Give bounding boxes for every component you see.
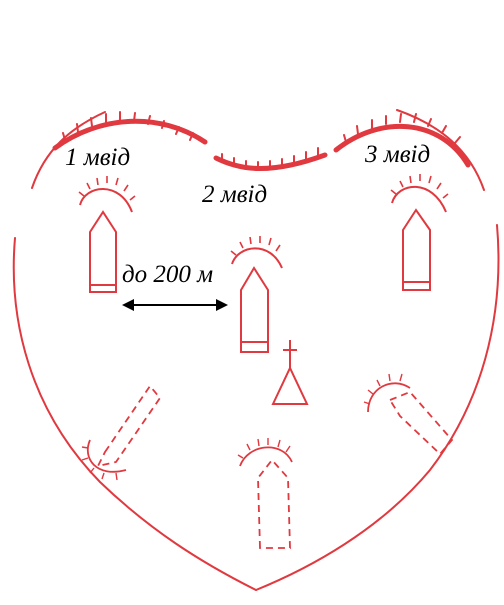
reserve-vehicle-right [363,373,454,456]
label-section-1: 1 мвід [65,144,130,171]
vehicle-1-arc [79,188,133,213]
perimeter-left-side [12,237,257,591]
vehicle-2-body [240,266,269,353]
reserve-vehicle-center-arc-ticks [237,438,291,459]
vehicle-2 [230,236,283,353]
front-line-3-ticks [343,113,461,144]
front-line-2-ticks [221,147,319,171]
front-line-1 [52,118,208,151]
command-post-cross [283,340,297,368]
reserve-vehicle-left-body [96,384,162,468]
reserve-vehicle-center [237,438,293,549]
label-section-3: 3 мвід [364,141,430,168]
distance-arrow-head-right [216,299,228,311]
perimeter-right-arc [396,109,485,191]
front-line-1-ticks [62,111,194,141]
reserve-vehicle-center-body [257,458,291,549]
vehicle-2-arc-ticks [230,236,281,256]
command-post-marker [271,340,309,405]
front-line-3 [333,123,471,168]
vehicle-1 [78,176,136,293]
reserve-vehicle-right-body [388,390,454,456]
vehicle-1-arc-ticks [78,176,136,201]
reserve-vehicle-left-arc-ticks [81,446,118,481]
label-distance: до 200 м [122,261,213,288]
distance-arrow [122,299,228,311]
label-section-2: 2 мвід [202,181,267,208]
reserve-vehicle-right-arc-ticks [363,373,403,405]
reserve-vehicle-center-arc [239,446,293,467]
vehicle-3 [390,174,449,291]
command-post-triangle [271,365,309,405]
perimeter-right-side [255,224,500,591]
vehicle-2-arc [231,247,283,269]
front-lines [52,111,471,171]
vehicle-3-body [402,208,431,291]
reserve-vehicle-right-arc [367,382,411,413]
vehicle-3-arc-ticks [390,174,449,199]
vehicle-1-body [89,210,117,293]
distance-arrow-head-left [122,299,134,311]
vehicle-3-arc [391,185,447,213]
reserve-vehicle-left [81,384,162,481]
reserve-vehicle-left-arc [86,439,127,473]
